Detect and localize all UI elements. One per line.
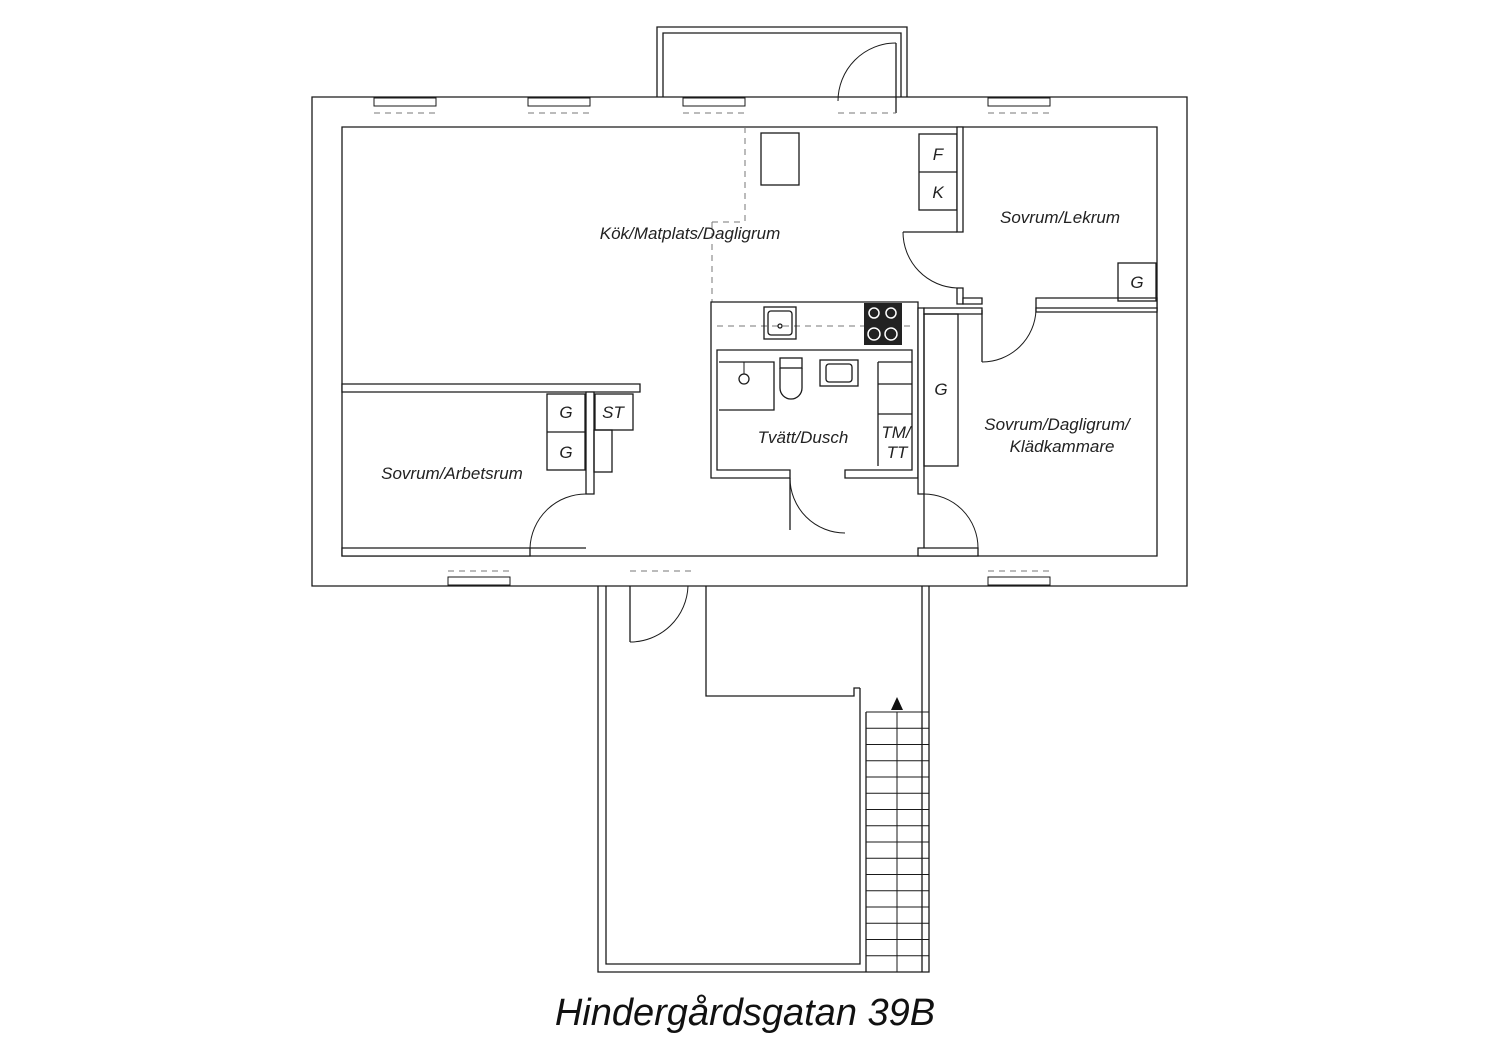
label-wardrobe-arbetsrum-2: G bbox=[559, 443, 572, 462]
label-freezer: K bbox=[932, 183, 944, 202]
room-label-bedroom-work: Sovrum/Arbetsrum bbox=[381, 464, 523, 483]
stairs bbox=[865, 697, 929, 973]
patio bbox=[597, 586, 930, 973]
room-label-kitchen: Kök/Matplats/Dagligrum bbox=[600, 224, 780, 243]
stairs-up-arrow bbox=[891, 697, 903, 710]
room-label-bedroom-play: Sovrum/Lekrum bbox=[1000, 208, 1120, 227]
wardrobes bbox=[546, 262, 1157, 471]
address-title: Hindergårdsgatan 39B bbox=[555, 992, 935, 1034]
bathroom-fixtures bbox=[719, 357, 912, 466]
label-fridge: F bbox=[933, 145, 945, 164]
label-wardrobe-dagligrum: G bbox=[934, 380, 947, 399]
label-storage: ST bbox=[602, 403, 625, 422]
interior-walls bbox=[341, 126, 1158, 557]
bottom-windows bbox=[447, 570, 1051, 586]
kitchen-counter bbox=[717, 303, 912, 345]
doors bbox=[529, 231, 1037, 643]
room-label-bedroom-living-2: Klädkammare bbox=[1010, 437, 1115, 456]
exterior-wall bbox=[311, 96, 1188, 587]
label-wardrobe-arbetsrum-1: G bbox=[559, 403, 572, 422]
room-label-bedroom-living-1: Sovrum/Dagligrum/ bbox=[984, 415, 1132, 434]
label-washer-1: TM/ bbox=[881, 423, 913, 442]
label-washer-2: TT bbox=[887, 443, 909, 462]
label-wardrobe-lekrum: G bbox=[1130, 273, 1143, 292]
balcony bbox=[656, 26, 908, 114]
kitchen-zone-outline bbox=[711, 127, 800, 302]
kitchen-island bbox=[760, 132, 800, 186]
room-label-laundry: Tvätt/Dusch bbox=[758, 428, 849, 447]
top-windows bbox=[373, 97, 1051, 114]
